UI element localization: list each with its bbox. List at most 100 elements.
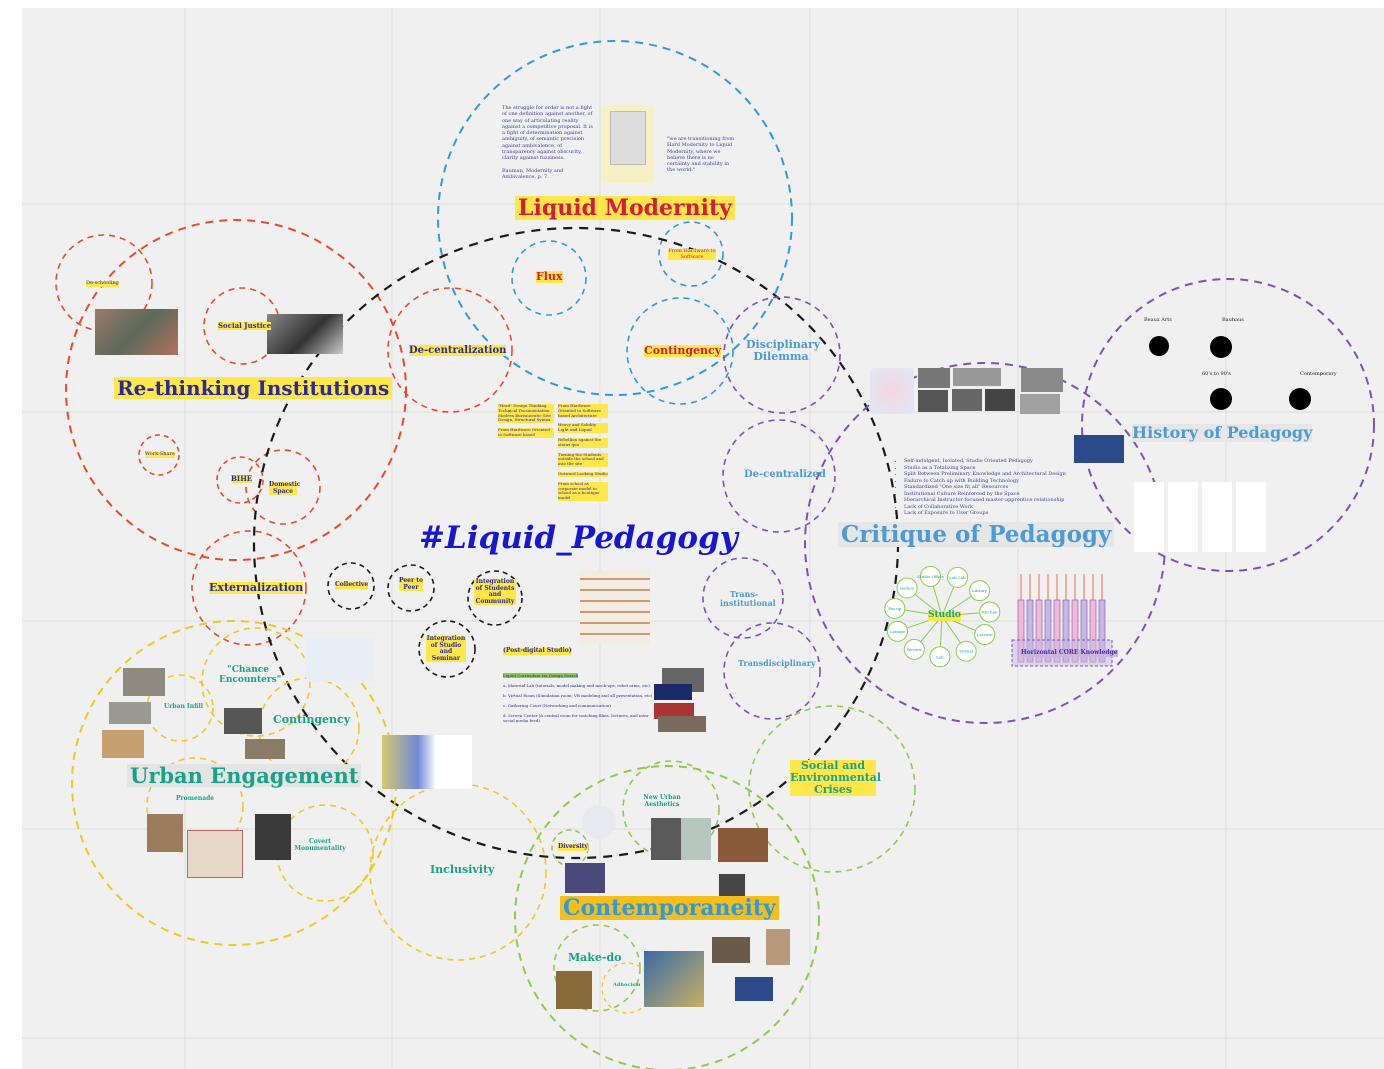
note-item: Turning the Students outside the school … bbox=[558, 452, 608, 467]
label-deschooling: De-schooling bbox=[86, 280, 119, 287]
label-new-urban: New Urban Aesthetics bbox=[643, 794, 681, 808]
photo-social-justice bbox=[267, 314, 343, 354]
photo-critique-6 bbox=[985, 389, 1015, 411]
photo-covert bbox=[255, 814, 291, 860]
label-peer: Peer to Peer bbox=[399, 577, 424, 592]
circle-transdisc bbox=[723, 622, 821, 720]
circle-collective bbox=[327, 562, 375, 610]
circle-social-env bbox=[748, 705, 916, 873]
photo-history-drawings bbox=[1134, 482, 1266, 552]
label-int-studio: Integration of Studio and Seminar bbox=[426, 635, 466, 663]
critique-point: Lack of Collaborative Work bbox=[904, 504, 1066, 511]
notes-left: "Hard" Design Thinking Technical Documen… bbox=[498, 403, 554, 443]
note-item: Outward Looking Studio bbox=[558, 470, 608, 477]
photo-new-urban-map bbox=[582, 805, 616, 839]
label-studio: Studio bbox=[928, 610, 961, 621]
label-covert: Covert Monumentality bbox=[294, 838, 346, 852]
history-node-2 bbox=[1210, 336, 1232, 358]
notes-right: From Hardware Oriented to Software based… bbox=[558, 403, 608, 506]
photo-critique-map bbox=[870, 368, 914, 414]
circle-disciplinary bbox=[723, 296, 841, 414]
label-inclusivity: Inclusivity bbox=[430, 863, 495, 876]
label-chance: "Chance Encounters" bbox=[219, 665, 282, 685]
photo-book-cover bbox=[602, 105, 654, 183]
circle-int-students bbox=[467, 570, 523, 626]
circle-new-urban bbox=[622, 760, 720, 858]
circle-externalization bbox=[191, 530, 307, 646]
photo-new-urban-1 bbox=[651, 818, 681, 860]
circle-hard-soft bbox=[658, 221, 724, 287]
photo-critique-2 bbox=[953, 368, 1001, 386]
photo-urban-2 bbox=[109, 702, 151, 724]
label-post-digital: (Post-digital Studio) bbox=[503, 647, 572, 655]
bauman-quote-text: The struggle for order is not a fight of… bbox=[502, 105, 593, 161]
note-item: From school as corporate model to school… bbox=[558, 481, 608, 501]
critique-point: Failure to Catch up with Building Techno… bbox=[904, 478, 1066, 485]
post-digital-item: d. Screen Center (A central room for wat… bbox=[503, 713, 649, 723]
label-hard-soft: From Hardware to Software bbox=[668, 248, 716, 260]
circle-contingency-blue bbox=[626, 297, 734, 405]
label-social-justice: Social Justice bbox=[218, 321, 272, 330]
photo-urban-3 bbox=[102, 730, 144, 758]
photo-critique-7 bbox=[1020, 394, 1060, 414]
label-sixties: 60's to 90's bbox=[1202, 371, 1231, 377]
label-work-share: Work-Share bbox=[145, 451, 175, 458]
hard-soft-quote: "we are transitioning from Hard Modernit… bbox=[667, 136, 735, 174]
critique-point: Studio as a Totalizing Space bbox=[904, 465, 1066, 472]
label-horizontal: Horizontal CORE Knowledge bbox=[1021, 649, 1118, 657]
photo-contemp-3 bbox=[644, 951, 704, 1007]
label-externalization: Externalization bbox=[209, 581, 304, 595]
photo-critique-4 bbox=[918, 390, 948, 412]
heading-contemporaneity: Contemporaneity bbox=[560, 896, 779, 920]
circle-flux bbox=[511, 240, 587, 316]
circle-decentralized bbox=[722, 419, 836, 533]
photo-history-plan bbox=[1074, 435, 1124, 463]
label-beaux: Beaux Arts bbox=[1144, 317, 1172, 323]
heading-critique: Critique of Pedagogy bbox=[838, 522, 1115, 547]
critique-point: Hierarchical Instructor-focused master-a… bbox=[904, 497, 1066, 504]
label-urban-infill: Urban Infill bbox=[164, 703, 204, 710]
mind-map-circles bbox=[55, 40, 1375, 1069]
circle-decentralization bbox=[387, 287, 513, 413]
photo-diversity bbox=[565, 863, 605, 893]
label-bihe: BIHE bbox=[231, 474, 253, 483]
photo-plan-grid bbox=[580, 570, 650, 644]
photo-new-urban-3 bbox=[718, 828, 768, 862]
photo-post-digital-2 bbox=[654, 684, 692, 700]
label-social-env: Social and Environmental Crises bbox=[790, 759, 882, 797]
bauman-quote: The struggle for order is not a fight of… bbox=[502, 105, 597, 180]
photo-urban-1 bbox=[123, 668, 165, 696]
photo-urban-5 bbox=[245, 739, 285, 759]
label-domestic: Domestic Space bbox=[269, 481, 301, 496]
main-title: #Liquid_Pedagogy bbox=[419, 520, 738, 556]
circle-contemporaneity bbox=[514, 765, 820, 1069]
label-make-do: Make-do bbox=[568, 951, 622, 964]
label-contingency-yellow: Contingency bbox=[273, 713, 351, 726]
label-adhocism: Adhocism bbox=[613, 982, 641, 988]
post-digital-item: b. Virtual Room (Simulation room; VR mod… bbox=[503, 693, 653, 698]
photo-contemp-2 bbox=[766, 929, 790, 965]
heading-liquid-modernity: Liquid Modernity bbox=[515, 196, 735, 220]
photo-contemp-1 bbox=[712, 937, 750, 963]
photo-urban-map-1 bbox=[306, 638, 374, 682]
history-node-1 bbox=[1149, 336, 1169, 356]
circle-domestic bbox=[245, 449, 321, 525]
note-item: From Hardware Oriented to Software based… bbox=[558, 403, 608, 419]
label-diversity: Diversity bbox=[558, 843, 588, 851]
photo-post-digital-3 bbox=[654, 703, 694, 719]
post-digital-item: a. Material Lab (tutorials, model making… bbox=[503, 683, 650, 688]
note-item: From Hardware Oriented to Software based bbox=[498, 427, 554, 438]
circle-trans-inst bbox=[702, 557, 784, 639]
circle-inclusivity bbox=[369, 783, 547, 961]
label-contemporary: Contemporary bbox=[1300, 371, 1337, 377]
circle-int-studio bbox=[418, 620, 476, 678]
history-node-4 bbox=[1289, 388, 1311, 410]
circle-peer bbox=[387, 564, 435, 612]
label-transdisc: Transdisciplinary bbox=[738, 658, 816, 668]
heading-history: History of Pedagogy bbox=[1132, 423, 1313, 442]
circle-rethinking bbox=[65, 219, 407, 561]
label-promenade: Promenade bbox=[176, 795, 215, 802]
heading-urban: Urban Engagement bbox=[127, 764, 362, 787]
history-node-3 bbox=[1210, 388, 1232, 410]
